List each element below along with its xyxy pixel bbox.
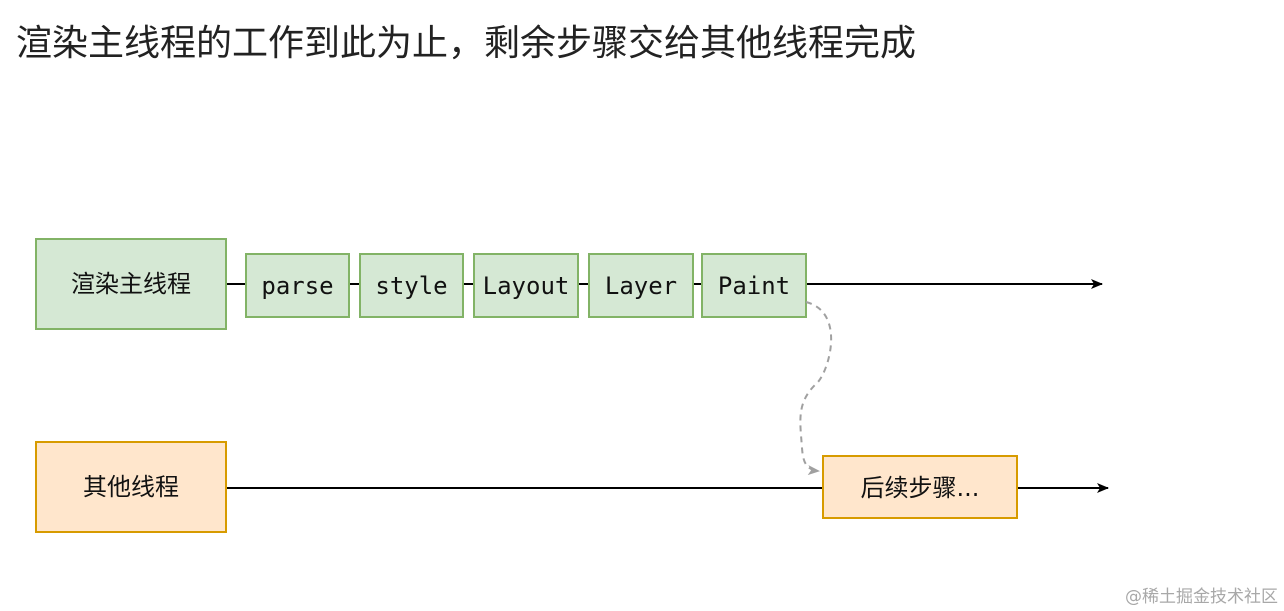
watermark: @稀土掘金技术社区 (1125, 587, 1278, 607)
followup-steps-box: 后续步骤... (822, 455, 1018, 519)
followup-steps-label: 后续步骤... (861, 474, 980, 502)
step-parse: parse (245, 253, 350, 318)
step-paint-label: Paint (718, 272, 790, 300)
main-thread-box: 渲染主线程 (35, 238, 227, 330)
other-thread-label: 其他线程 (83, 473, 179, 501)
main-thread-label: 渲染主线程 (71, 270, 191, 298)
handoff-connector (799, 301, 833, 476)
step-paint: Paint (701, 253, 807, 318)
step-layer-label: Layer (605, 272, 677, 300)
other-thread-box: 其他线程 (35, 441, 227, 533)
page-title: 渲染主线程的工作到此为止，剩余步骤交给其他线程完成 (16, 23, 917, 64)
step-parse-label: parse (261, 272, 333, 300)
step-style: style (359, 253, 464, 318)
step-layer: Layer (588, 253, 694, 318)
step-layout-label: Layout (483, 272, 570, 300)
step-layout: Layout (473, 253, 579, 318)
step-style-label: style (375, 272, 447, 300)
